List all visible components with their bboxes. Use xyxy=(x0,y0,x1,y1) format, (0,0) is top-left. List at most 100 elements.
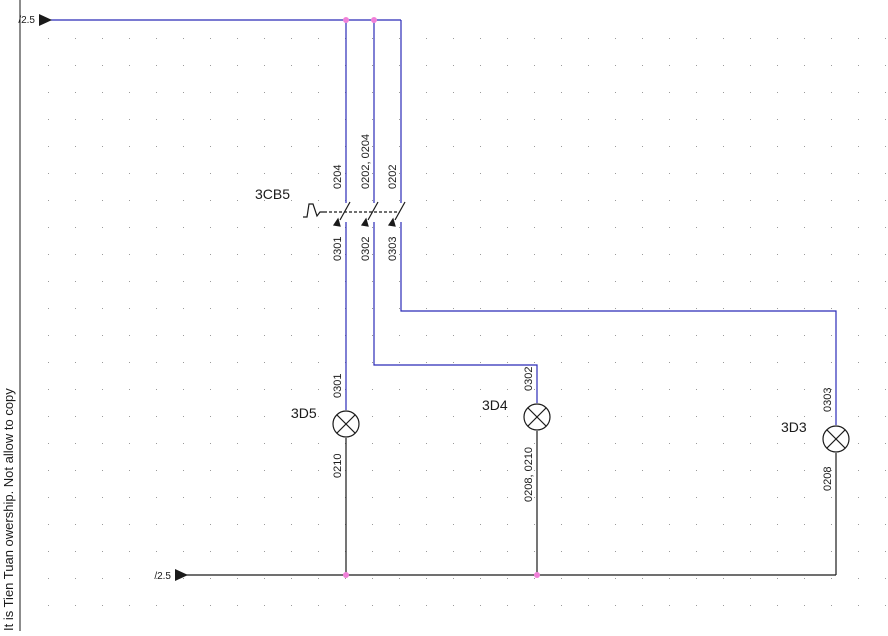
grid-dot xyxy=(129,173,130,174)
grid-dot xyxy=(804,416,805,417)
grid-dot xyxy=(183,254,184,255)
grid-dot xyxy=(480,173,481,174)
grid-dot xyxy=(561,38,562,39)
grid-dot xyxy=(885,362,886,363)
grid-dot xyxy=(507,362,508,363)
grid-dot xyxy=(804,281,805,282)
grid-dot xyxy=(750,551,751,552)
grid-dot xyxy=(615,335,616,336)
grid-dot xyxy=(426,65,427,66)
grid-dot xyxy=(615,308,616,309)
grid-dot xyxy=(723,146,724,147)
grid-dot xyxy=(345,605,346,606)
grid-dot xyxy=(318,254,319,255)
grid-dot xyxy=(210,416,211,417)
grid-dot xyxy=(291,605,292,606)
grid-dot xyxy=(480,146,481,147)
grid-dot xyxy=(183,524,184,525)
lamp-3d5[interactable] xyxy=(332,410,360,438)
grid-dot xyxy=(318,200,319,201)
grid-dot xyxy=(615,38,616,39)
grid-dot xyxy=(318,92,319,93)
grid-dot xyxy=(264,227,265,228)
grid-dot xyxy=(318,227,319,228)
grid-dot xyxy=(507,173,508,174)
grid-dot xyxy=(372,497,373,498)
grid-dot xyxy=(750,254,751,255)
grid-dot xyxy=(804,605,805,606)
grid-dot xyxy=(210,470,211,471)
grid-dot xyxy=(588,38,589,39)
pole1-load-wire-number: 0301 xyxy=(332,237,344,261)
grid-dot xyxy=(75,92,76,93)
grid-dot xyxy=(642,389,643,390)
grid-dot xyxy=(372,92,373,93)
grid-dot xyxy=(561,362,562,363)
grid-dot xyxy=(750,119,751,120)
watermark-text: It is Tien Tuan owership. Not allow to c… xyxy=(1,388,16,631)
grid-dot xyxy=(264,146,265,147)
grid-dot xyxy=(102,119,103,120)
grid-dot xyxy=(480,416,481,417)
grid-dot xyxy=(750,65,751,66)
grid-dot xyxy=(831,281,832,282)
grid-dot xyxy=(183,200,184,201)
grid-dot xyxy=(669,38,670,39)
grid-dot xyxy=(291,416,292,417)
grid-dot xyxy=(426,227,427,228)
grid-dot xyxy=(777,146,778,147)
grid-dot xyxy=(318,119,319,120)
grid-dot xyxy=(48,605,49,606)
lamp-3d4[interactable] xyxy=(523,403,551,431)
grid-dot xyxy=(264,173,265,174)
grid-dot xyxy=(723,227,724,228)
grid-dot xyxy=(399,308,400,309)
grid-dot xyxy=(129,92,130,93)
grid-dot xyxy=(777,551,778,552)
grid-dot xyxy=(426,497,427,498)
junction-dot xyxy=(534,572,540,578)
grid-dot xyxy=(615,605,616,606)
grid-dot xyxy=(183,389,184,390)
grid-dot xyxy=(723,173,724,174)
grid-dot xyxy=(129,281,130,282)
grid-dot xyxy=(399,335,400,336)
grid-dot xyxy=(642,281,643,282)
grid-dot xyxy=(372,551,373,552)
grid-dot xyxy=(804,227,805,228)
grid-dot xyxy=(723,497,724,498)
grid-dot xyxy=(156,470,157,471)
grid-dot xyxy=(750,146,751,147)
grid-dot xyxy=(399,416,400,417)
grid-dot xyxy=(48,38,49,39)
grid-dot xyxy=(318,281,319,282)
pole1-trip-icon xyxy=(332,217,341,227)
grid-dot xyxy=(642,308,643,309)
grid-dot xyxy=(885,254,886,255)
grid-dot xyxy=(777,362,778,363)
grid-dot xyxy=(399,443,400,444)
grid-dot xyxy=(831,119,832,120)
grid-dot xyxy=(696,551,697,552)
grid-dot xyxy=(318,605,319,606)
pole2-load-wire-number: 0302 xyxy=(360,237,372,261)
grid-dot xyxy=(237,146,238,147)
grid-dot xyxy=(885,416,886,417)
grid-dot xyxy=(858,443,859,444)
grid-dot xyxy=(264,470,265,471)
pole2-contact xyxy=(367,201,379,221)
grid-dot xyxy=(750,497,751,498)
grid-dot xyxy=(372,65,373,66)
breaker-3cb5[interactable] xyxy=(303,201,406,227)
grid-dot xyxy=(264,578,265,579)
grid-dot xyxy=(156,497,157,498)
grid-dot xyxy=(156,416,157,417)
lamp-3d3[interactable] xyxy=(822,425,850,453)
grid-dot xyxy=(507,227,508,228)
grid-dot xyxy=(804,335,805,336)
grid-dot xyxy=(237,443,238,444)
grid-dot xyxy=(75,254,76,255)
grid-dot xyxy=(210,605,211,606)
grid-dot xyxy=(831,470,832,471)
